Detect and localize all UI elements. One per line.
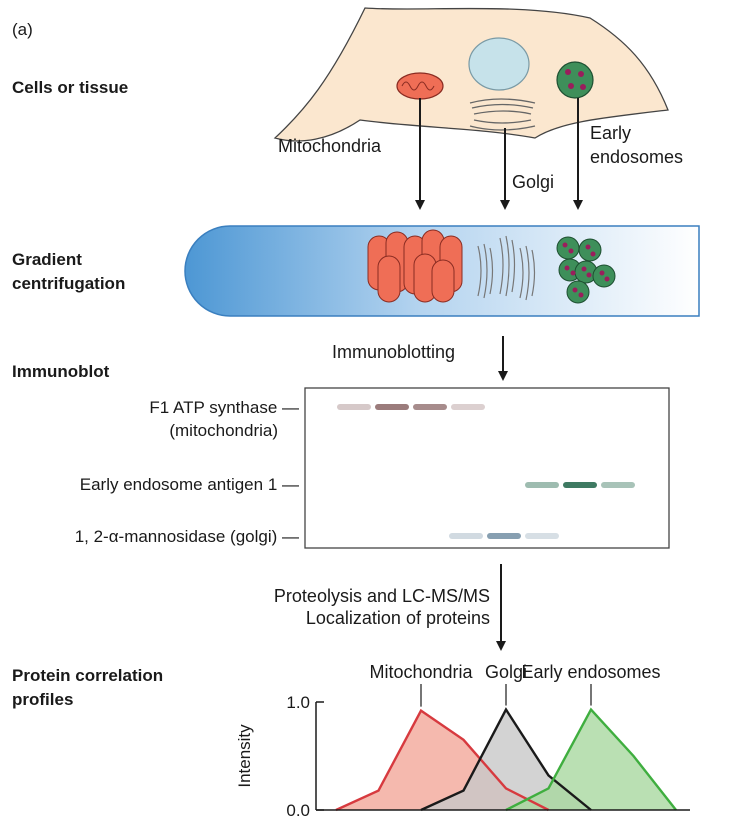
- label-localization: Localization of proteins: [305, 608, 490, 628]
- label-endosomes-line2: endosomes: [590, 147, 684, 167]
- label-endosomes-line1: Early: [590, 123, 632, 143]
- label-proteolysis: Proteolysis and LC-MS/MS: [273, 586, 490, 606]
- series-label-1: Golgi: [485, 662, 527, 682]
- section-cells-label: Cells or tissue: [12, 78, 129, 97]
- y-axis-label: Intensity: [235, 724, 254, 788]
- series-area-2: [506, 709, 676, 810]
- endosome-icon: [556, 61, 594, 99]
- golgi-icon: [469, 98, 536, 131]
- panel-label: (a): [12, 20, 33, 39]
- series-line-1: [420, 707, 592, 812]
- y-tick-label-1: 0.0: [286, 801, 310, 820]
- band-label-atp-synthase: F1 ATP synthase —: [149, 398, 299, 417]
- band-label-mannosidase: 1, 2-α-mannosidase (golgi) —: [74, 527, 299, 546]
- label-golgi: Golgi: [512, 172, 555, 192]
- golgi-cluster-icon: [477, 235, 536, 301]
- series-label-2: Early endosomes: [521, 662, 660, 682]
- series-line-2: [505, 707, 677, 812]
- band-label-endosome-antigen: Early endosome antigen 1 —: [79, 475, 299, 494]
- series-line-0: [335, 708, 550, 812]
- band-label-atp-synthase-sub: (mitochondria): [169, 421, 278, 440]
- y-tick-label-0: 1.0: [286, 693, 310, 712]
- band-row-atp-synthase: [337, 404, 485, 410]
- series-area-1: [421, 709, 591, 810]
- mitochondrion-icon: [396, 72, 444, 100]
- section-profiles-line1: Protein correlation: [12, 666, 164, 685]
- mitochondria-cluster-icon: [367, 229, 463, 303]
- section-profiles-line2: profiles: [12, 690, 74, 709]
- section-gradient-line1: Gradient: [12, 250, 82, 269]
- section-profiles-label: Protein correlation profiles: [12, 664, 163, 712]
- endosome-cluster-icon: [556, 236, 616, 304]
- blot-membrane: [304, 387, 670, 549]
- label-immunoblotting: Immunoblotting: [332, 342, 456, 362]
- section-gradient-label: Gradient centrifugation: [12, 248, 125, 296]
- nucleus-icon: [468, 37, 530, 91]
- section-gradient-line2: centrifugation: [12, 274, 126, 293]
- band-row-mannosidase: [449, 533, 559, 539]
- cell-illustration: [273, 7, 669, 142]
- series-label-0: Mitochondria: [369, 662, 473, 682]
- band-row-endosome-antigen: [525, 482, 635, 488]
- label-endosomes: Early endosomes: [590, 121, 683, 169]
- section-immunoblot-label: Immunoblot: [12, 362, 110, 381]
- label-mitochondria: Mitochondria: [278, 136, 382, 156]
